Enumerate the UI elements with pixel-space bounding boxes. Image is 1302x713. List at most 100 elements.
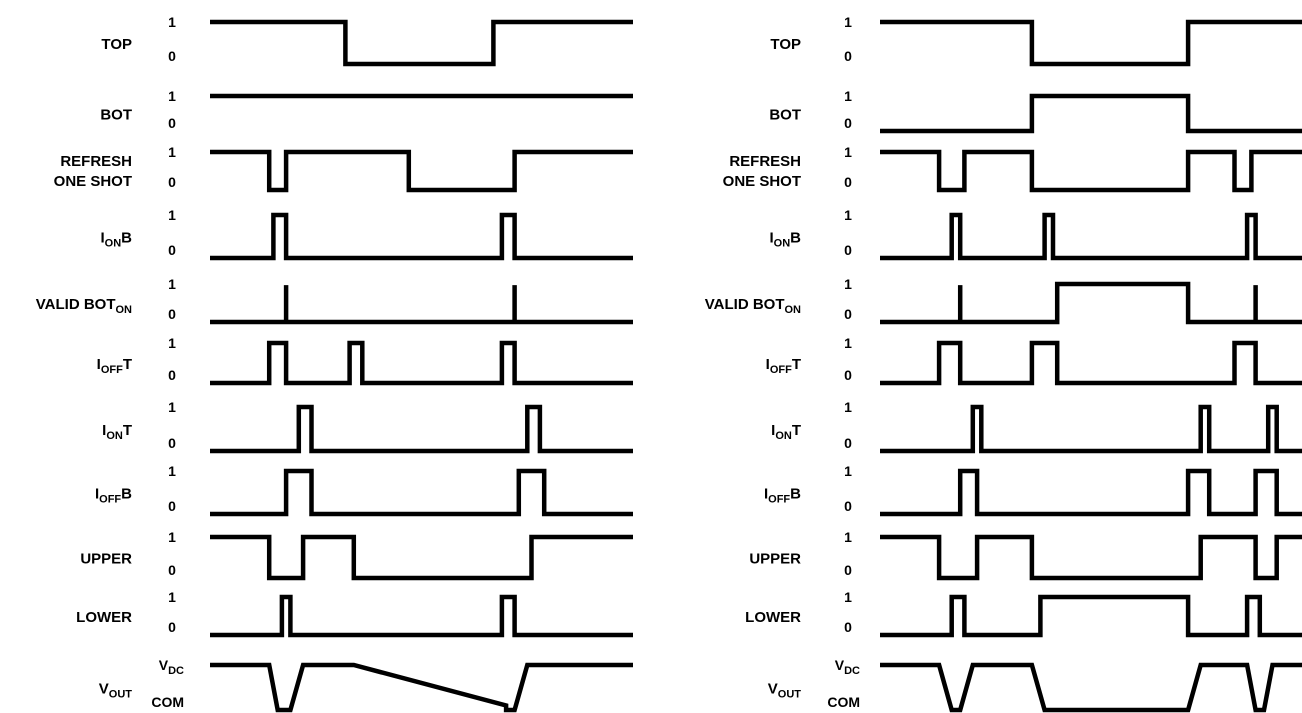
signal-label-suffix: T (123, 422, 132, 439)
waveform-refresh-one-shot (880, 149, 1302, 193)
signal-label-subscript: OUT (109, 689, 133, 701)
level-high-text: 1 (844, 463, 852, 479)
level-high-label: 1 (168, 589, 176, 605)
waveform-top (210, 19, 633, 67)
waveform-iont (880, 404, 1302, 454)
level-low-label: 0 (168, 498, 176, 514)
signal-label-subscript: OFF (99, 494, 121, 506)
waveform-bot (880, 93, 1302, 134)
signal-label-refresh-one-shot: REFRESH (729, 153, 801, 170)
level-high-text: 1 (168, 88, 176, 104)
level-low-label: 0 (844, 562, 852, 578)
level-high-label: 1 (844, 88, 852, 104)
level-high-label: 1 (168, 14, 176, 30)
signal-label-main: V (99, 681, 109, 698)
signal-label-refresh-one-shot-line2: ONE SHOT (54, 173, 132, 190)
signal-label-upper: UPPER (80, 551, 132, 568)
signal-label-iont: IONT (771, 422, 801, 442)
level-high-text: 1 (168, 335, 176, 351)
signal-label-main: I (95, 486, 99, 503)
waveform-upper (880, 534, 1302, 581)
waveform-top (880, 19, 1302, 67)
signal-label-refresh-one-shot: REFRESH (60, 153, 132, 170)
signal-label-iont: IONT (102, 422, 132, 442)
level-low-label: 0 (844, 115, 852, 131)
signal-label-subscript: ON (105, 238, 122, 250)
level-high-label: 1 (168, 88, 176, 104)
signal-label-main: I (769, 230, 773, 247)
level-low-label: COM (827, 694, 860, 710)
level-high-label: 1 (168, 276, 176, 292)
waveform-lower (210, 594, 633, 638)
level-high-label: 1 (844, 589, 852, 605)
level-high-label: 1 (844, 399, 852, 415)
level-high-text: 1 (844, 14, 852, 30)
level-high-label: 1 (168, 144, 176, 160)
signal-label-suffix: B (790, 486, 801, 503)
level-high-label: 1 (844, 276, 852, 292)
level-high-text: 1 (168, 589, 176, 605)
level-high-text: 1 (168, 144, 176, 160)
level-low-label: 0 (168, 306, 176, 322)
level-high-text: V (159, 657, 169, 673)
signal-label-subscript: ON (106, 430, 123, 442)
signal-label-main: VALID BOT (705, 296, 785, 313)
level-high-text: 1 (168, 276, 176, 292)
level-high-label: 1 (168, 463, 176, 479)
level-low-label: 0 (168, 174, 176, 190)
level-low-label: 0 (844, 367, 852, 383)
level-low-label: 0 (844, 435, 852, 451)
level-high-label: 1 (844, 144, 852, 160)
signal-label-main: UPPER (80, 551, 132, 568)
signal-label-subscript: OFF (770, 364, 792, 376)
waveform-ionb (210, 212, 633, 261)
signal-label-suffix: B (790, 230, 801, 247)
signal-label-ionb: IONB (769, 230, 801, 250)
level-high-subscript: DC (844, 665, 860, 677)
level-high-label: 1 (844, 14, 852, 30)
signal-label-main: LOWER (76, 609, 132, 626)
signal-label-subscript: ON (116, 304, 133, 316)
level-low-label: 0 (168, 562, 176, 578)
level-low-label: 0 (168, 435, 176, 451)
signal-label-main: I (97, 356, 101, 373)
level-high-label: 1 (844, 529, 852, 545)
level-high-text: 1 (168, 14, 176, 30)
level-high-text: 1 (168, 207, 176, 223)
level-high-label: 1 (168, 529, 176, 545)
signal-label-iofft: IOFFT (766, 356, 801, 376)
level-low-label: 0 (168, 619, 176, 635)
signal-label-main: I (764, 486, 768, 503)
level-high-label: VDC (835, 657, 860, 677)
waveform-vout (880, 662, 1302, 713)
level-low-label: 0 (844, 306, 852, 322)
waveform-upper (210, 534, 633, 581)
level-high-label: 1 (844, 463, 852, 479)
waveform-valid-boton (880, 281, 1302, 325)
signal-label-ioffb: IOFFB (764, 486, 801, 506)
signal-label-ionb: IONB (100, 230, 132, 250)
signal-label-suffix: T (123, 356, 132, 373)
level-high-label: 1 (168, 399, 176, 415)
level-low-label: 0 (168, 115, 176, 131)
level-high-label: VDC (159, 657, 184, 677)
signal-label-suffix: T (792, 422, 801, 439)
signal-label-main: I (100, 230, 104, 247)
waveform-lower (880, 594, 1302, 638)
level-low-label: 0 (844, 174, 852, 190)
waveform-ioffb (880, 468, 1302, 517)
level-high-text: 1 (168, 529, 176, 545)
signal-label-subscript: ON (774, 238, 791, 250)
signal-label-main: I (766, 356, 770, 373)
signal-label-valid-boton: VALID BOTON (705, 296, 801, 316)
level-high-text: 1 (844, 529, 852, 545)
signal-label-bot: BOT (769, 107, 801, 124)
signal-label-bot: BOT (100, 107, 132, 124)
signal-label-main: TOP (101, 36, 132, 53)
signal-label-top: TOP (770, 36, 801, 53)
signal-label-subscript: ON (775, 430, 792, 442)
level-low-label: 0 (844, 619, 852, 635)
signal-label-subscript: OFF (768, 494, 790, 506)
level-low-label: 0 (168, 242, 176, 258)
waveform-refresh-one-shot (210, 149, 633, 193)
